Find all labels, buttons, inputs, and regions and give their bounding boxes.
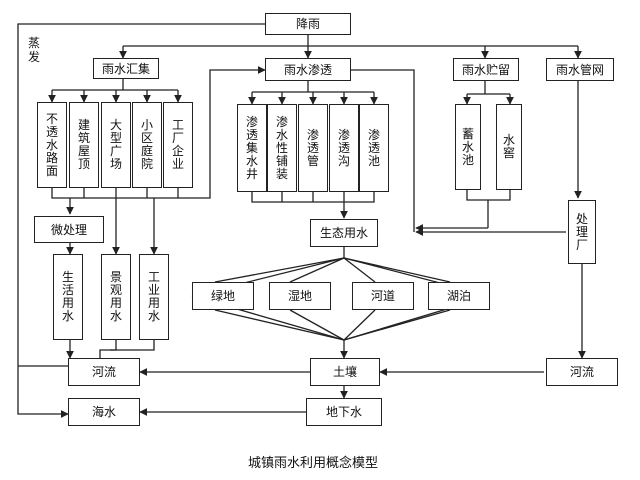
node-domestic-water: 生 活 用 水 <box>53 254 83 340</box>
node-lake: 湖泊 <box>428 282 490 310</box>
node-river-left: 河流 <box>68 358 140 386</box>
node-landscape-water: 景 观 用 水 <box>101 254 131 340</box>
node-soil: 土壤 <box>310 358 380 386</box>
node-rain-collection: 雨水汇集 <box>93 58 159 79</box>
node-storage-tank: 蓄 水 池 <box>455 104 481 190</box>
node-infiltration-pipe: 渗 透 管 <box>298 104 328 192</box>
node-groundwater: 地下水 <box>306 398 382 426</box>
node-large-square: 大 型 广 场 <box>101 102 131 188</box>
node-impervious-road: 不 透 水 路 面 <box>37 102 67 188</box>
node-community-courtyard: 小 区 庭 院 <box>132 102 162 188</box>
node-green-land: 绿地 <box>192 282 254 310</box>
node-building-roof: 建 筑 屋 顶 <box>69 102 99 188</box>
node-rain-pipe-network: 雨水管网 <box>546 58 614 81</box>
node-infiltration-well: 渗 透 集 水 井 <box>237 104 267 192</box>
node-seawater: 海水 <box>68 398 140 426</box>
diagram-caption: 城镇雨水利用概念模型 <box>248 456 379 471</box>
node-cellar: 水 窖 <box>496 104 522 190</box>
node-industrial-water: 工 业 用 水 <box>139 254 169 340</box>
node-river-channel: 河道 <box>352 282 414 310</box>
node-micro-treatment: 微处理 <box>34 216 104 243</box>
node-infiltration-trench: 渗 透 沟 <box>329 104 359 192</box>
node-ecological-water: 生态用水 <box>310 219 378 247</box>
node-treatment-plant: 处 理 厂 <box>568 200 596 264</box>
node-river-right: 河流 <box>546 358 618 386</box>
label-evaporation: 蒸 发 <box>28 36 41 64</box>
node-rain-infiltration: 雨水渗透 <box>265 58 351 81</box>
node-factory-enterprise: 工 厂 企 业 <box>163 102 193 188</box>
node-rain: 降雨 <box>265 13 351 35</box>
node-wetland: 湿地 <box>269 282 331 310</box>
node-permeable-paving: 渗 水 性 铺 装 <box>267 104 297 192</box>
node-rain-storage: 雨水贮留 <box>453 58 519 81</box>
node-infiltration-pond: 渗 透 池 <box>359 104 389 192</box>
